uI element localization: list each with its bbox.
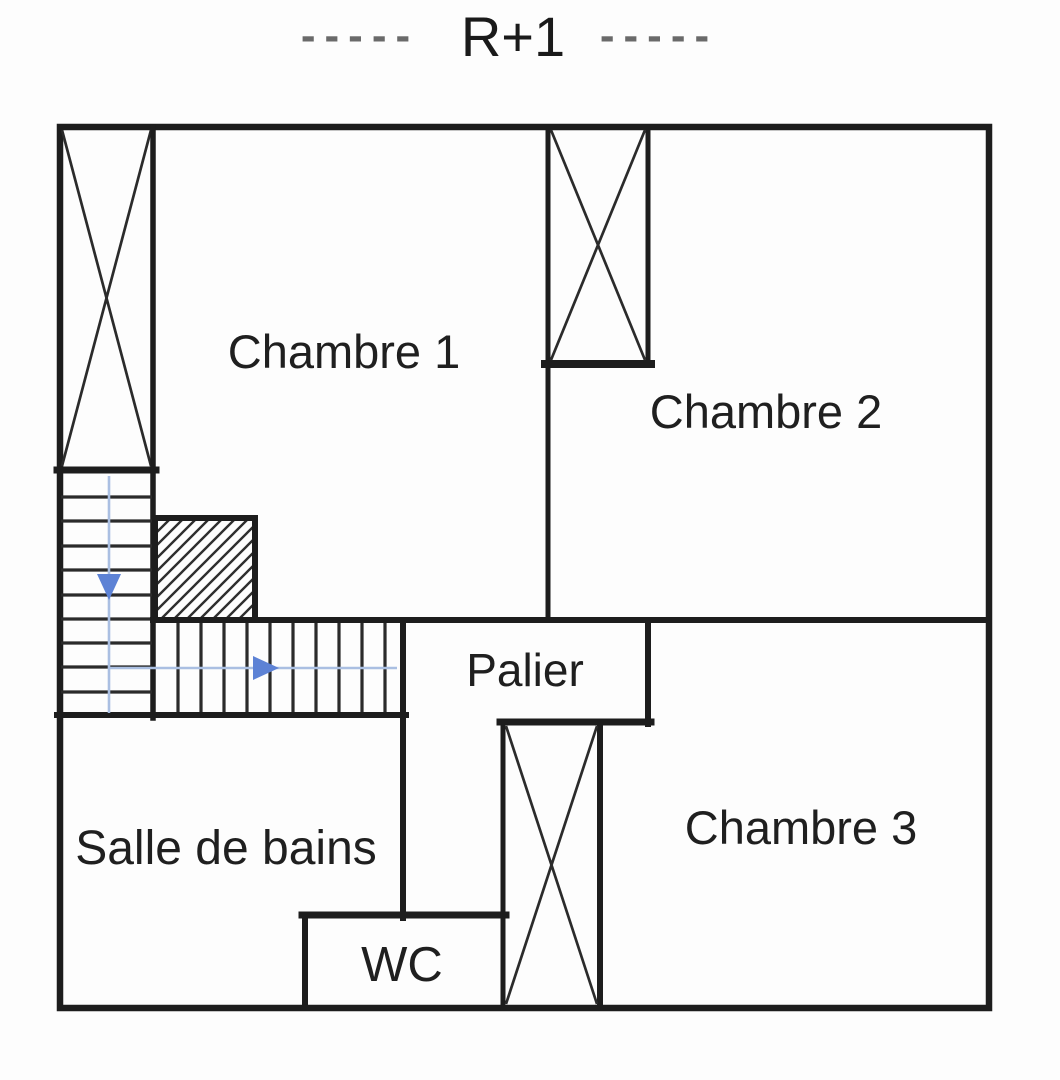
window-symbol-chambre3 xyxy=(496,718,655,1009)
room-label-chambre-2: Chambre 2 xyxy=(650,385,883,438)
floor-title: R+1 xyxy=(461,5,565,68)
room-label-palier: Palier xyxy=(466,644,584,696)
room-label-chambre-1: Chambre 1 xyxy=(228,325,461,378)
hatched-shaft-symbol xyxy=(152,515,258,623)
title-dashes-right: ----- xyxy=(600,11,718,60)
room-label-salle-de-bains: Salle de bains xyxy=(75,822,377,875)
stair-direction-indicator xyxy=(97,476,397,713)
stair-arrow-right-icon xyxy=(253,656,279,680)
stair-arrow-down-icon xyxy=(97,574,121,600)
room-label-chambre-3: Chambre 3 xyxy=(685,801,918,854)
window-x-diagonal xyxy=(60,129,153,467)
outer-wall xyxy=(56,123,993,1012)
window-x-diagonal xyxy=(504,725,599,1005)
room-label-wc: WC xyxy=(361,938,443,992)
title-dashes-left: ----- xyxy=(301,11,419,60)
window-symbol-chambre2 xyxy=(541,124,655,368)
window-symbol-top-left xyxy=(53,129,160,474)
window-x-diagonal xyxy=(549,129,647,361)
